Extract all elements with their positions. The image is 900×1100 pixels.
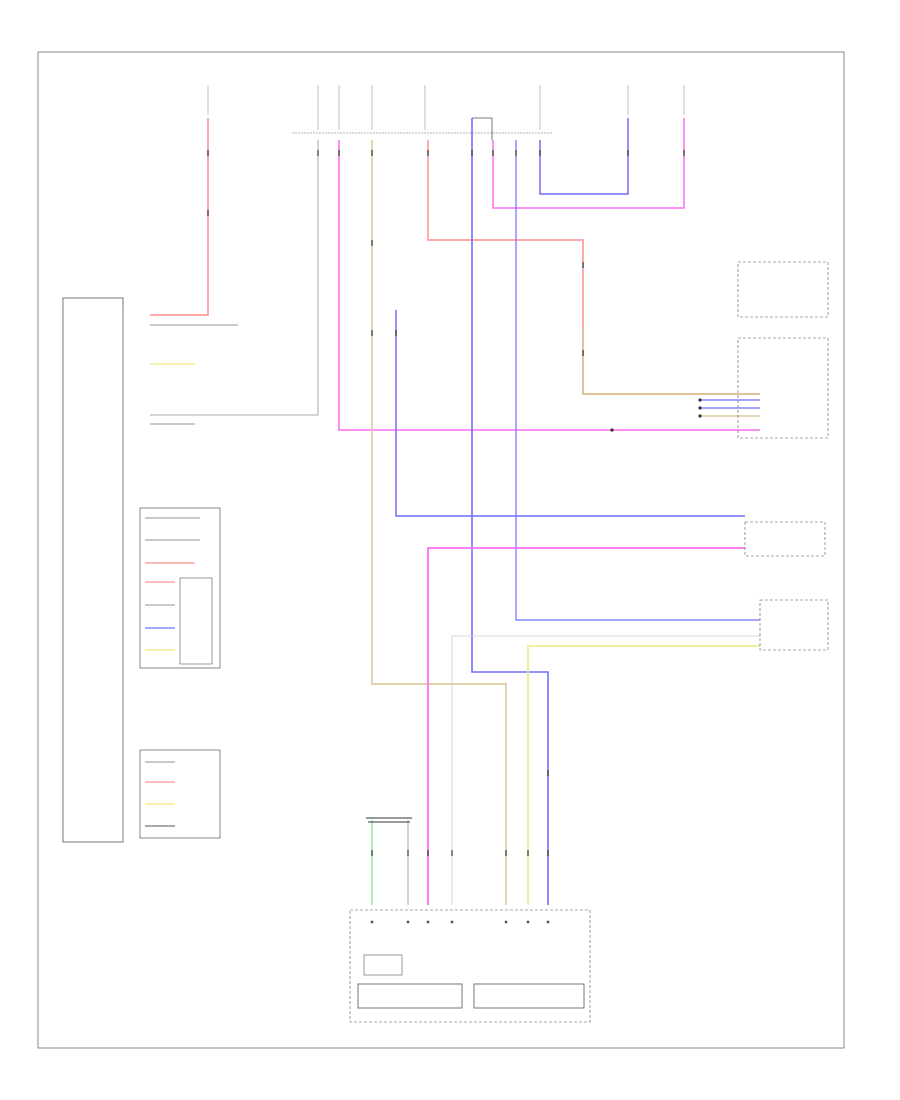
left-ecu-sub2-box [139, 749, 221, 839]
right-module-4-box [759, 599, 829, 651]
wire-gray-meter [451, 635, 760, 905]
wire-blue-module2 [395, 310, 745, 517]
wire-pink-module3 [427, 547, 745, 905]
right-module-2-box [744, 521, 826, 557]
wire-blue-right-lower [515, 140, 760, 621]
wire-pink-upper-right [492, 118, 685, 209]
bottom-meter-sub-right-box [473, 983, 585, 1009]
wire-red-right [427, 140, 760, 395]
wire-blue-meter [471, 118, 549, 905]
ground-symbol [366, 817, 412, 823]
wire-blue-upper-right [539, 118, 629, 195]
wire-gray-ecu [150, 140, 319, 416]
left-ecu-sub1-inner [179, 577, 213, 665]
diagram-frame [37, 51, 845, 1049]
wire-yellow-meter [527, 645, 760, 905]
left-ecu-sub1-box [139, 507, 221, 669]
top-connectors [207, 85, 685, 130]
bottom-meter-pins [370, 920, 550, 924]
wire-tan-right [582, 330, 760, 395]
wire-tan-meter [371, 140, 507, 905]
wire-black-loop [472, 117, 493, 140]
bottom-meter-box [349, 909, 591, 1023]
bottom-meter-sub-left-box [357, 983, 463, 1009]
wire-pink-main [338, 140, 760, 431]
right-module-1b-box [737, 337, 829, 439]
ecu-pin-wires [145, 324, 238, 827]
left-ecu-box [62, 297, 124, 843]
right-module-wires [700, 399, 760, 417]
connector-ticks [207, 150, 685, 856]
right-module-1-box [737, 261, 829, 318]
bottom-meter-inner-box [363, 954, 403, 976]
junction-dots [610, 398, 702, 432]
wire-red-ecu-power [150, 118, 209, 316]
